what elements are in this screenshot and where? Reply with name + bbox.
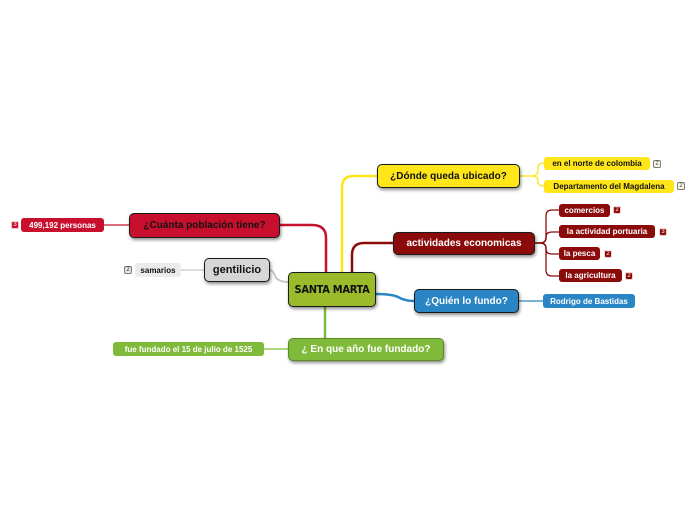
topic-ubicacion[interactable]: ¿Dónde queda ubicado? <box>377 164 520 188</box>
count-badge-magdalena: 2 <box>677 182 685 190</box>
subtopic-samarios[interactable]: samarios <box>135 263 181 277</box>
count-badge-pesca: 2 <box>604 250 612 258</box>
subtopic-norte-colombia-label: en el norte de colombia <box>552 159 642 168</box>
link-center-poblacion <box>280 223 328 272</box>
subtopic-portuaria[interactable]: la actividad portuaria <box>559 225 655 238</box>
count-badge-agricultura: 2 <box>625 272 633 280</box>
subtopic-rodrigo-bastidas-label: Rodrigo de Bastidas <box>550 296 628 306</box>
subtopic-fecha-fundacion[interactable]: fue fundado el 15 de julio de 1525 <box>113 342 264 356</box>
central-topic[interactable]: SANTA MARTA <box>288 272 376 307</box>
topic-actividades-label: actividades economicas <box>406 238 522 249</box>
topic-fundador[interactable]: ¿Quién lo fundo? <box>414 289 519 313</box>
topic-fundador-label: ¿Quién lo fundo? <box>425 295 508 307</box>
topic-actividades[interactable]: actividades economicas <box>393 232 535 255</box>
subtopic-comercios[interactable]: comercios <box>559 204 610 217</box>
link-ubicacion-norte <box>520 162 545 177</box>
link-center-fundador <box>375 292 415 303</box>
subtopic-personas[interactable]: 499,192 personas <box>21 218 104 232</box>
subtopic-norte-colombia[interactable]: en el norte de colombia <box>544 157 650 170</box>
subtopic-agricultura-label: la agricultura <box>565 271 616 280</box>
topic-poblacion-label: ¿Cuánta población tiene? <box>143 220 266 231</box>
subtopic-fecha-fundacion-label: fue fundado el 15 de julio de 1525 <box>124 344 253 354</box>
subtopic-magdalena[interactable]: Departamento del Magdalena <box>544 180 674 193</box>
topic-gentilicio-label: gentilicio <box>212 264 262 276</box>
link-actividades-comercios <box>535 209 559 244</box>
subtopic-portuaria-label: la actividad portuaria <box>566 227 648 236</box>
subtopic-samarios-label: samarios <box>140 265 176 275</box>
link-ubicacion-magdalena <box>520 175 545 187</box>
count-badge-samarios: 2 <box>124 266 132 274</box>
subtopic-comercios-label: comercios <box>564 206 605 215</box>
count-badge-norte: 2 <box>653 160 661 168</box>
central-topic-label: SANTA MARTA <box>294 283 370 296</box>
subtopic-pesca-label: la pesca <box>563 249 596 258</box>
subtopic-personas-label: 499,192 personas <box>29 220 96 230</box>
topic-gentilicio[interactable]: gentilicio <box>204 258 270 282</box>
link-actividades-portuaria <box>535 231 559 244</box>
count-badge-personas: 3 <box>11 221 19 229</box>
topic-ubicacion-label: ¿Dónde queda ubicado? <box>390 170 507 182</box>
link-actividades-agricultura <box>535 242 559 277</box>
subtopic-rodrigo-bastidas[interactable]: Rodrigo de Bastidas <box>543 294 635 308</box>
topic-anio-fundacion-label: ¿ En que año fue fundado? <box>301 344 431 355</box>
topic-anio-fundacion[interactable]: ¿ En que año fue fundado? <box>288 338 444 361</box>
subtopic-magdalena-label: Departamento del Magdalena <box>553 182 665 191</box>
link-actividades-pesca <box>535 242 559 255</box>
link-center-gentilicio <box>269 269 289 283</box>
count-badge-portuaria: 3 <box>659 228 667 236</box>
link-center-actividades <box>350 241 393 272</box>
topic-poblacion[interactable]: ¿Cuánta población tiene? <box>129 213 280 238</box>
count-badge-comercios: 2 <box>613 206 621 214</box>
subtopic-pesca[interactable]: la pesca <box>559 247 600 260</box>
subtopic-agricultura[interactable]: la agricultura <box>559 269 622 282</box>
link-center-ubicacion <box>340 174 377 272</box>
